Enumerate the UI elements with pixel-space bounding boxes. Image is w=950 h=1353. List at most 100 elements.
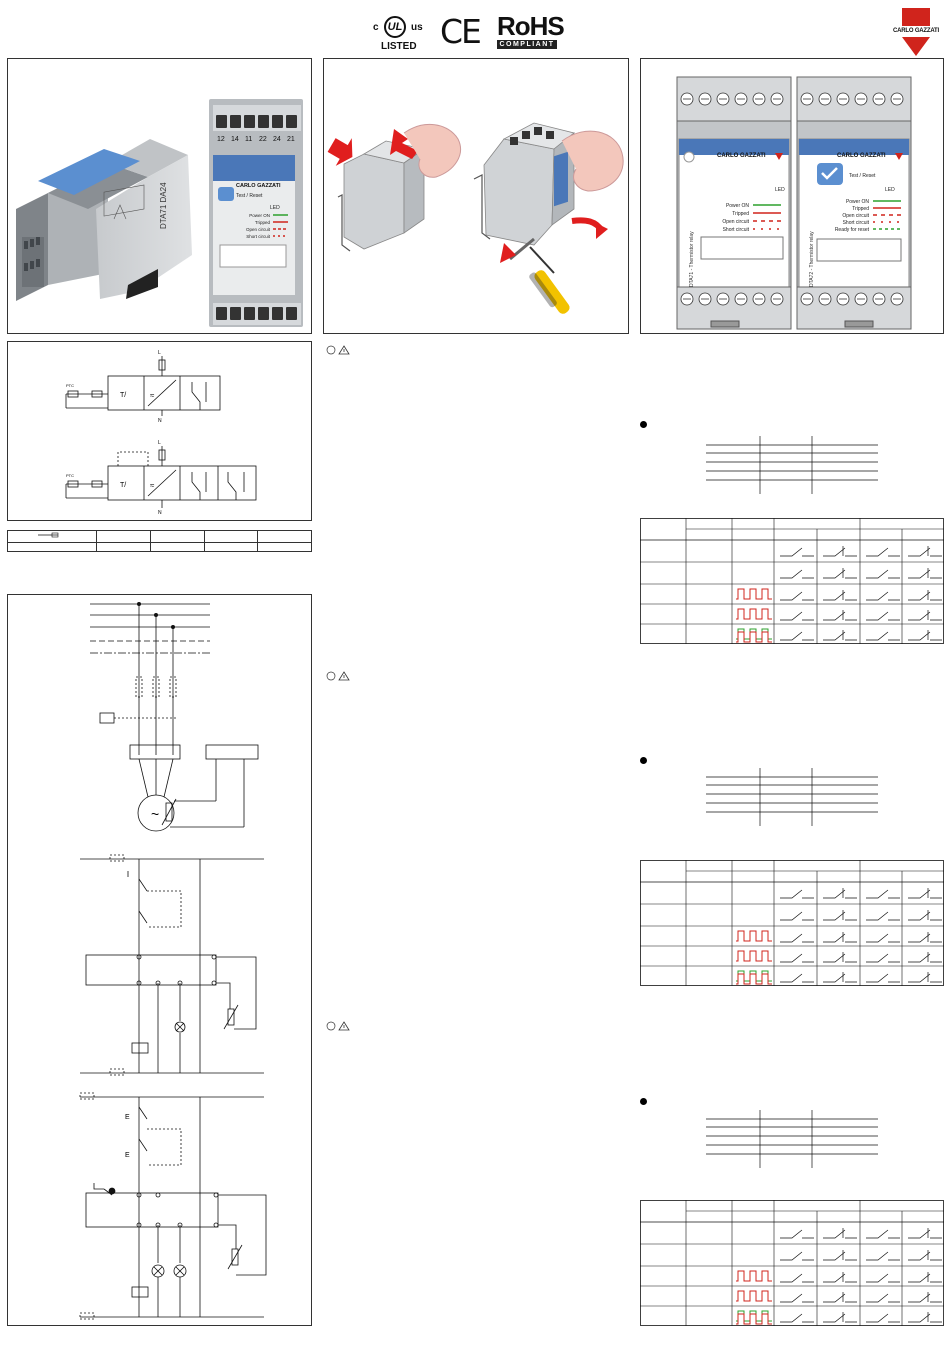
ptc-label-1: PTC [66,383,74,388]
contact-state-symbol [908,630,942,641]
ul-circle: UL [384,16,406,38]
device-b-terminal-labels: 12 14 11 22 24 21 [217,136,295,143]
warning-icon [338,671,350,681]
wiring-diagrams: ~ E E [79,602,267,1320]
rohs-title: RoHS [497,11,565,41]
contact-state-symbol [866,1293,900,1303]
svg-text:14: 14 [231,136,239,143]
svg-text:Open circuit: Open circuit [722,219,749,225]
dta72-led-title: LED [885,187,895,193]
operation-diagram-table [640,860,944,986]
svg-text:Short circuit: Short circuit [843,220,870,226]
contact-state-symbol [908,1292,942,1303]
contact-state-symbol [780,631,814,641]
thermistor-block-label-1: T/ [120,392,126,399]
contact-state-symbol [866,889,900,899]
svg-text:11: 11 [245,136,252,143]
contact-state-symbol [823,1250,857,1261]
svg-text:Short circuit: Short circuit [723,227,750,233]
block-diagram-panel: L N T/ ≈ PTC L N T/ ≈ PTC [7,341,312,521]
contact-state-symbol [780,1229,814,1239]
thermistor-block-label-2: T/ [120,482,126,489]
contact-state-symbol [823,952,857,963]
contact-state-symbol [780,1313,814,1323]
contact-state-symbol [866,1313,900,1323]
product-photo-panel: DTA71 DA24 12 14 11 22 24 21 CARLO GAZZA… [7,58,312,334]
contact-state-symbol [823,1272,857,1283]
contact-state-symbol [908,972,942,983]
svg-text:22: 22 [259,136,267,143]
svg-text:Ready for reset: Ready for reset [835,227,870,233]
led-pulse-waveform [736,1270,772,1282]
contact-state-symbol [823,1228,857,1239]
ratings-grid [706,768,878,826]
contact-state-symbol [780,911,814,921]
contact-state-symbol [866,911,900,921]
contact-state-symbol [780,611,814,621]
rohs-mark: RoHS COMPLIANT [497,11,565,50]
contact-state-symbol [866,611,900,621]
contact-state-symbol [908,1272,942,1283]
contact-state-symbol [823,972,857,983]
svg-text:Short circuit: Short circuit [246,234,271,239]
contact-state-symbol [780,1251,814,1261]
contact-state-symbol [780,569,814,579]
device-b-led-title: LED [270,205,280,211]
contact-state-symbol [908,568,942,579]
warning-row-1 [326,342,356,355]
contact-state-symbol [866,1229,900,1239]
ratings-grid [706,1110,878,1168]
contact-state-symbol [823,1292,857,1303]
rectifier-symbol-2: ≈ [150,481,155,490]
contact-state-symbol [780,1273,814,1283]
svg-text:Tripped: Tripped [852,206,869,212]
product-photo-illustration: DTA71 DA24 12 14 11 22 24 21 CARLO GAZZA… [16,99,303,327]
contact-state-symbol [823,630,857,641]
wiring-diagram-panel: ~ E E [7,594,312,1326]
ce-mark: CE [440,12,482,51]
front-views-panel: CARLO GAZZATI DTA71 - Thermistor relay L… [640,58,944,334]
contact-state-symbol [866,547,900,557]
svg-text:Power ON: Power ON [846,199,869,205]
contact-state-symbol [908,1250,942,1261]
contact-state-symbol [908,1312,942,1323]
led-pulse-waveform [736,973,772,985]
operation-diagram-table [640,518,944,644]
contact-state-symbol [823,590,857,601]
contact-state-symbol [823,546,857,557]
contact-state-symbol [908,910,942,921]
led-pulse-waveform [736,1290,772,1302]
dta72-button-label: Test / Reset [849,173,876,179]
warning-icon [338,345,350,355]
contact-state-symbol [908,932,942,943]
contact-state-symbol [780,1293,814,1303]
dta72-side-label: DTA72 - Thermistor relay [809,231,815,287]
dta72-brand: CARLO GAZZATI [837,153,886,159]
led-pulse-waveform [736,631,772,643]
din-rail-mounting-illustration [327,122,624,314]
led-pulse-waveform [736,970,772,982]
contact-state-symbol [866,569,900,579]
section-bullet-2 [640,757,647,764]
warning-row-2 [326,668,356,681]
device-b-button-label: Test / Reset [236,193,263,199]
led-pulse-waveform [736,1310,772,1322]
contact-state-symbol [780,953,814,963]
brand-logo: CARLO GAZZATI [889,8,943,56]
mounting-panel [323,58,629,334]
contact-state-symbol [780,547,814,557]
svg-text:12: 12 [217,136,225,143]
dta71-led-title: LED [775,187,785,193]
dta71-side-label: DTA71 - Thermistor relay [689,231,695,287]
device-b-brand: CARLO GAZZATI [236,183,281,189]
led-pulse-waveform [736,608,772,620]
led-pulse-waveform [736,628,772,640]
contact-state-symbol [866,1273,900,1283]
contact-state-symbol [866,933,900,943]
dta71-front-view: CARLO GAZZATI DTA71 - Thermistor relay L… [676,76,792,330]
contact-state-symbol [823,1312,857,1323]
contact-state-symbol [908,590,942,601]
motor-symbol: ~ [151,806,159,822]
contact-state-symbol [908,1228,942,1239]
contact-state-symbol [908,888,942,899]
